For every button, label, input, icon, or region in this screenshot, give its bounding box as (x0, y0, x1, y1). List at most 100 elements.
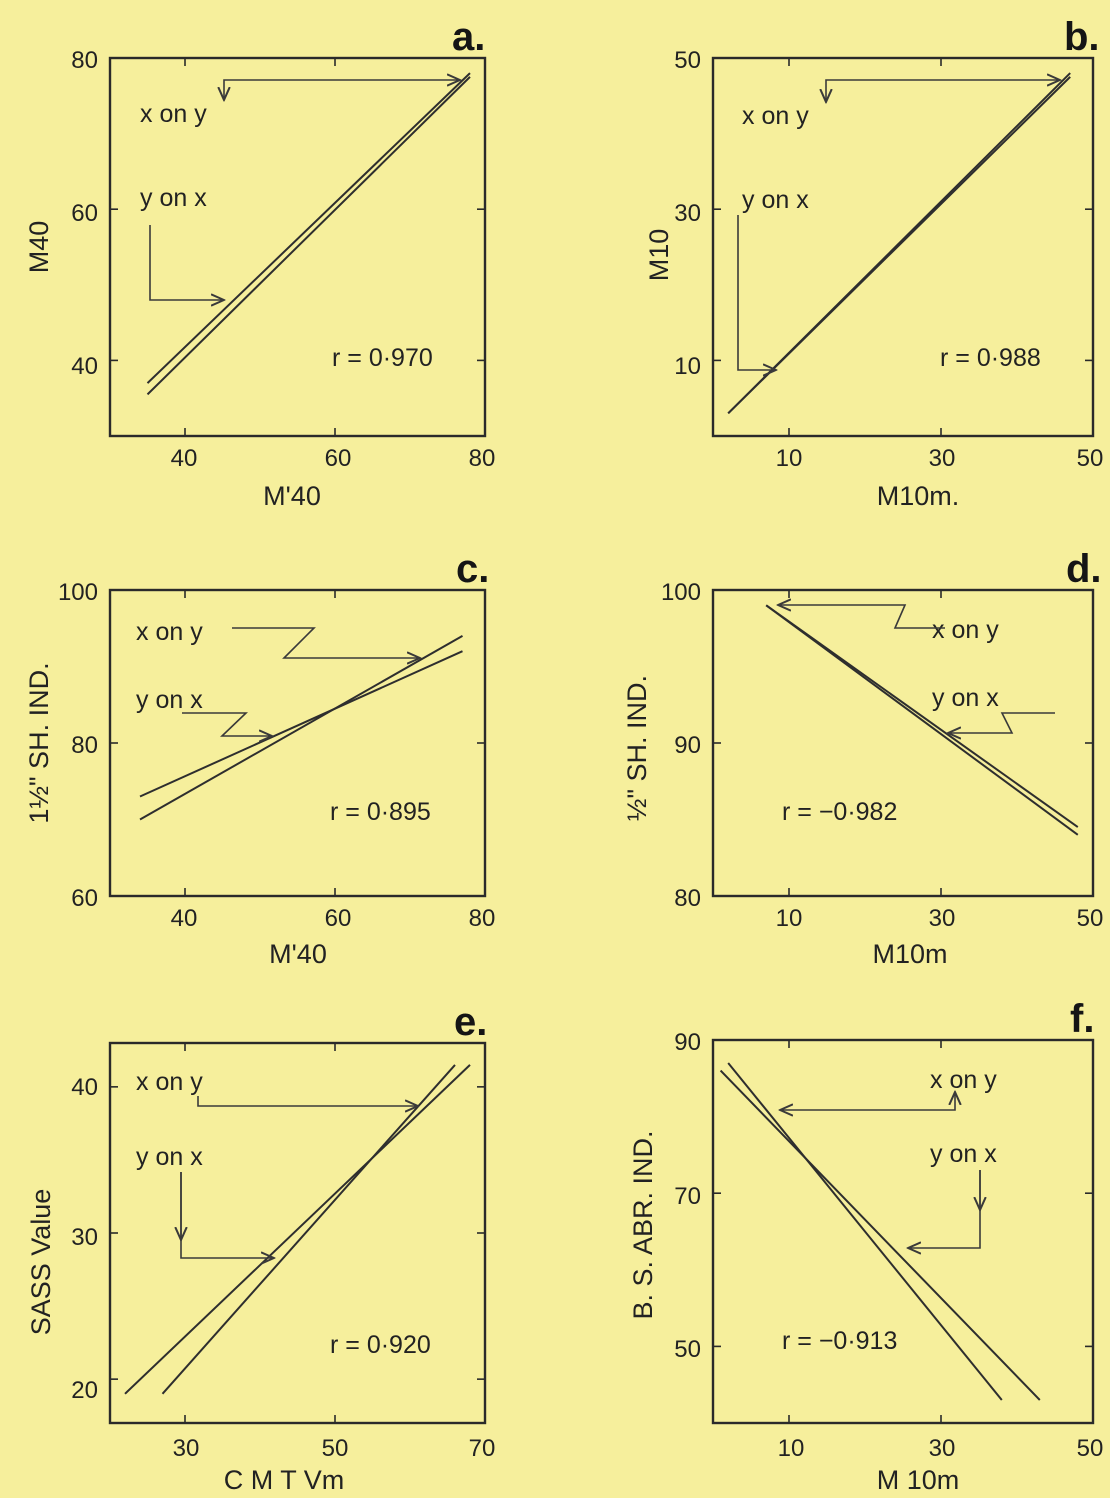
x-on-y-label: x on y (930, 1066, 997, 1094)
x-tick-label: 50 (1077, 905, 1104, 932)
panel-letter: b. (1064, 15, 1100, 59)
y-tick-label: 30 (674, 200, 701, 227)
regression-line-y-on-x (124, 1064, 471, 1395)
x-tick-label: 30 (929, 445, 956, 472)
x-axis-title: M'40 (269, 939, 327, 969)
tick-labels: 40 60 80 40 60 80 (71, 47, 495, 472)
panel-d: d. 10 30 50 80 90 100 M10m ½" SH. IND. x… (622, 547, 1103, 969)
x-tick-label: 40 (171, 905, 198, 932)
x-on-y-label: x on y (742, 102, 809, 130)
x-tick-label: 10 (778, 1435, 805, 1462)
y-tick-label: 70 (674, 1183, 701, 1210)
x-axis-title: M 10m (877, 1465, 960, 1495)
x-axis-title: M10m. (877, 481, 960, 511)
x-on-y-arrow (224, 80, 460, 100)
x-on-y-label: x on y (140, 100, 207, 128)
correlation-label: r = −0·913 (782, 1327, 897, 1355)
x-tick-label: 10 (776, 445, 803, 472)
x-tick-label: 30 (173, 1435, 200, 1462)
regression-line-y-on-x (139, 650, 463, 798)
y-on-x-label: y on x (742, 186, 809, 214)
y-tick-label: 80 (71, 732, 98, 759)
tick-marks (110, 57, 486, 436)
panel-letter: f. (1070, 997, 1094, 1041)
tick-labels: 40 60 80 60 80 100 (58, 579, 495, 932)
y-on-x-arrow (149, 225, 224, 300)
regression-line-x-on-y (139, 635, 463, 821)
x-tick-label: 50 (1077, 1435, 1104, 1462)
y-tick-label: 40 (71, 1074, 98, 1101)
x-on-y-label: x on y (932, 616, 999, 644)
x-on-y-label: x on y (136, 618, 203, 646)
y-axis-title: SASS Value (26, 1189, 56, 1336)
y-tick-label: 90 (674, 1029, 701, 1056)
regression-line-y-on-x (719, 1069, 1041, 1401)
y-on-x-arrow (182, 712, 272, 736)
x-on-y-arrow (232, 627, 420, 658)
y-tick-label: 20 (71, 1377, 98, 1404)
tick-marks (713, 1039, 1094, 1423)
panel-f: f. 10 30 50 50 70 90 M 10m B. S. ABR. IN… (628, 997, 1103, 1495)
panel-letter: c. (456, 547, 489, 591)
regression-line-x-on-y (161, 1064, 456, 1395)
y-tick-label: 50 (674, 1336, 701, 1363)
tick-labels: 10 30 50 50 70 90 (674, 1029, 1103, 1462)
regression-lines (124, 1064, 471, 1395)
regression-lines (146, 72, 471, 396)
x-tick-label: 60 (325, 905, 352, 932)
y-on-x-arrow (948, 712, 1055, 733)
correlation-label: r = −0·982 (782, 798, 897, 826)
y-on-x-label: y on x (136, 686, 203, 714)
y-tick-label: 60 (71, 885, 98, 912)
x-tick-label: 70 (469, 1435, 496, 1462)
y-tick-label: 40 (71, 353, 98, 380)
y-tick-label: 30 (71, 1224, 98, 1251)
regression-line-x-on-y (146, 72, 471, 384)
regression-line-y-on-x (146, 76, 471, 396)
regression-line-y-on-x (765, 604, 1079, 828)
x-on-y-arrow (778, 605, 945, 629)
x-tick-label: 50 (322, 1435, 349, 1462)
regression-lines (765, 604, 1079, 836)
y-tick-label: 90 (674, 732, 701, 759)
correlation-label: r = 0·920 (330, 1331, 431, 1359)
regression-lines (139, 635, 463, 821)
y-axis-title: M40 (24, 221, 54, 274)
panel-c: c. 40 60 80 60 80 100 M'40 1½" SH. IND. … (24, 547, 495, 969)
y-axis-title: 1½" SH. IND. (24, 662, 54, 823)
y-axis-title: B. S. ABR. IND. (628, 1130, 658, 1319)
x-axis-title: C M T Vm (224, 1465, 345, 1495)
y-on-x-arrow (737, 215, 776, 370)
regression-lines (719, 1062, 1041, 1401)
x-tick-label: 30 (929, 905, 956, 932)
plot-frame (108, 1041, 487, 1425)
tick-marks (713, 57, 1094, 436)
y-tick-label: 10 (674, 353, 701, 380)
y-tick-label: 50 (674, 47, 701, 74)
y-on-x-label: y on x (930, 1140, 997, 1168)
tick-labels: 30 50 70 20 30 40 (71, 1074, 495, 1462)
regression-line-x-on-y (765, 604, 1079, 836)
y-tick-label: 100 (58, 579, 98, 606)
y-tick-label: 100 (661, 579, 701, 606)
y-on-x-arrow (908, 1170, 981, 1248)
plot-frame (711, 1038, 1095, 1425)
tick-marks (110, 589, 486, 897)
panel-b: b. 10 30 50 10 30 50 M10m. M10 x on y y … (644, 15, 1103, 511)
x-on-y-label: x on y (136, 1068, 203, 1096)
regression-line-y-on-x (727, 76, 1071, 415)
x-on-y-arrow (780, 1092, 955, 1110)
x-tick-label: 80 (469, 905, 496, 932)
panel-letter: d. (1066, 547, 1102, 591)
x-tick-label: 10 (776, 905, 803, 932)
correlation-label: r = 0·970 (332, 344, 433, 372)
correlation-label: r = 0·895 (330, 798, 431, 826)
x-tick-label: 80 (469, 445, 496, 472)
y-tick-label: 80 (674, 885, 701, 912)
correlation-label: r = 0·988 (940, 344, 1041, 372)
y-on-x-label: y on x (136, 1143, 203, 1171)
x-axis-title: M'40 (263, 481, 321, 511)
panel-letter: a. (452, 15, 485, 59)
plot-frame (711, 56, 1095, 438)
plot-frame (108, 56, 487, 438)
